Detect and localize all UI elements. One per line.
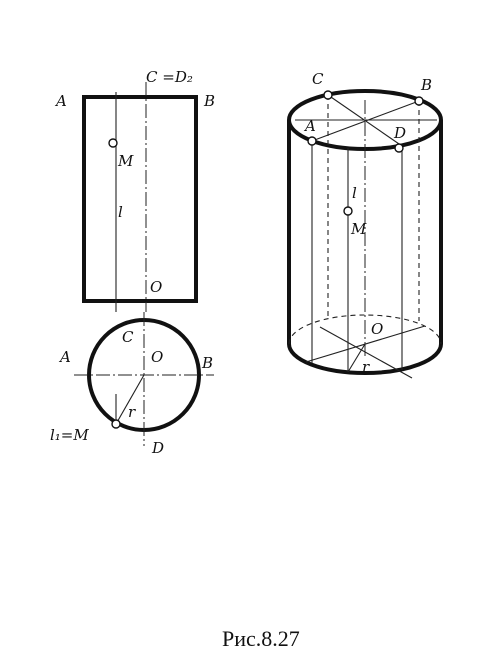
plan-view-point-l1-M	[111, 419, 121, 429]
label-plan-C: C	[122, 328, 134, 346]
label-plan-B: B	[201, 354, 213, 372]
label-front-M: M	[117, 152, 134, 170]
iso-point-M	[343, 206, 353, 216]
iso-point-C	[323, 90, 333, 100]
label-iso-D: D	[393, 124, 406, 142]
label-plan-r: r	[128, 403, 136, 421]
front-view-outline	[82, 95, 198, 303]
figure-caption: Рис.8.27	[222, 626, 300, 651]
isometric-view: C B A D l M O r	[287, 70, 443, 379]
iso-bottom-back-arc	[288, 314, 442, 345]
label-iso-O: O	[371, 320, 383, 338]
label-iso-A: A	[303, 117, 316, 135]
label-plan-D: D	[151, 439, 164, 457]
iso-point-D	[394, 143, 404, 153]
label-plan-A: A	[58, 348, 71, 366]
front-view: A B C =D₂ M l O	[54, 68, 215, 312]
front-view-point-M	[108, 138, 118, 148]
plan-view: C A O B r D l₁=M	[50, 312, 214, 457]
iso-bottom-line-1	[305, 325, 426, 363]
label-iso-C: C	[312, 70, 324, 88]
label-plan-l1-M: l₁=M	[50, 426, 89, 444]
label-iso-B: B	[420, 76, 432, 94]
plan-view-radius	[115, 374, 145, 425]
label-plan-O: O	[151, 348, 163, 366]
iso-top-line-AB	[311, 100, 420, 142]
label-iso-r: r	[362, 358, 370, 376]
label-front-C-D2: C =D₂	[146, 68, 193, 86]
label-front-O: O	[150, 278, 162, 296]
iso-point-B	[414, 96, 424, 106]
label-iso-l: l	[352, 184, 357, 202]
iso-bottom-line-2	[319, 326, 413, 379]
iso-bottom-radius	[347, 343, 366, 373]
iso-bottom-front-arc	[287, 343, 443, 375]
label-front-l: l	[118, 203, 123, 221]
iso-point-A	[307, 136, 317, 146]
label-iso-M: M	[350, 220, 367, 238]
label-front-A: A	[54, 92, 67, 110]
label-front-B: B	[203, 92, 215, 110]
